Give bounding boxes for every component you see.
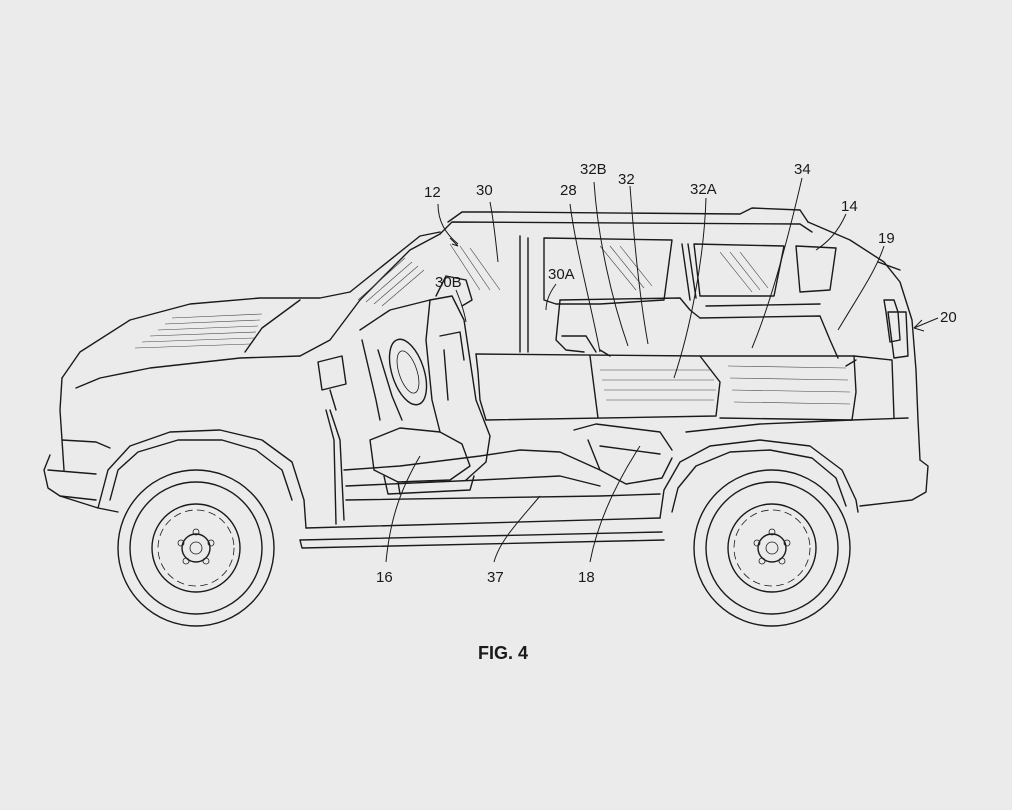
label-16: 16 xyxy=(376,569,393,586)
vehicle-body xyxy=(43,207,929,549)
label-30: 30 xyxy=(476,182,493,199)
rear-wheel xyxy=(693,469,851,627)
reference-labels: 12 30 28 32B 32 32A 34 14 19 20 30B 30A … xyxy=(376,161,957,586)
label-12: 12 xyxy=(424,184,441,201)
leader-lines xyxy=(385,177,939,563)
label-14: 14 xyxy=(841,198,858,215)
label-37: 37 xyxy=(487,569,504,586)
label-28: 28 xyxy=(560,182,577,199)
label-32: 32 xyxy=(618,171,635,188)
vehicle-interior xyxy=(343,275,895,501)
figure-caption: FIG. 4 xyxy=(478,643,528,663)
front-wheel xyxy=(117,469,275,627)
label-30A: 30A xyxy=(548,266,575,283)
label-19: 19 xyxy=(878,230,895,247)
label-34: 34 xyxy=(794,161,811,178)
label-30B: 30B xyxy=(435,274,462,291)
label-32A: 32A xyxy=(690,181,717,198)
label-32B: 32B xyxy=(580,161,607,178)
label-18: 18 xyxy=(578,569,595,586)
label-20: 20 xyxy=(940,309,957,326)
